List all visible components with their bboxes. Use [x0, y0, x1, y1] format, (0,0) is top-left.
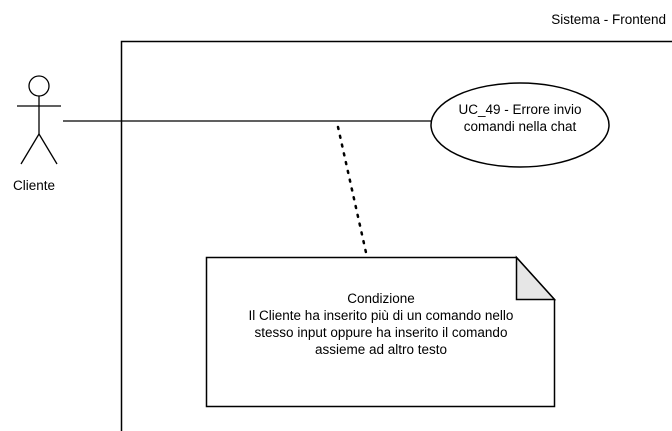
actor-label: Cliente [13, 178, 56, 193]
actor-left-leg [20, 133, 40, 165]
note-shape[interactable] [205, 256, 556, 408]
use-case-label: UC_49 - Errore invio comandi nella chat [432, 101, 608, 135]
use-case-label-line: UC_49 - Errore invio [458, 102, 582, 117]
note-line: assieme ad altro testo [314, 342, 448, 357]
use-case-ellipse[interactable] [430, 82, 610, 168]
note-title: Condizione [347, 291, 415, 306]
actor-right-leg [38, 133, 58, 165]
note-connector [336, 125, 369, 259]
system-label: Sistema - Frontend [551, 12, 666, 27]
note-fold [515, 255, 557, 301]
actor-head [28, 75, 50, 97]
actor-stick-figure [17, 75, 61, 165]
note-text: Condizione Il Cliente ha inserito più di… [207, 290, 555, 358]
note-line: stesso input oppure ha inserito il coman… [254, 325, 508, 340]
use-case-label-line: comandi nella chat [463, 119, 577, 134]
note-line: Il Cliente ha inserito più di un comando… [248, 308, 514, 323]
